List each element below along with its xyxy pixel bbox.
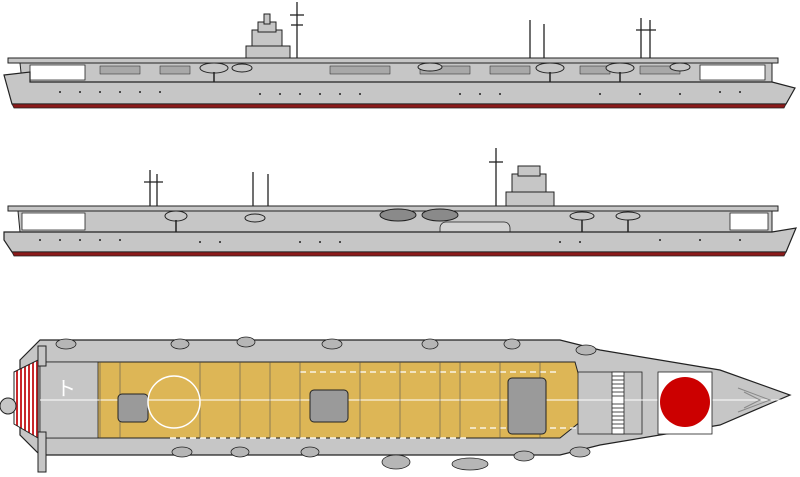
stern-overhang <box>0 345 47 473</box>
arrester-wires <box>99 362 541 438</box>
profile-view-port <box>0 140 800 265</box>
deck-elevators <box>117 377 547 435</box>
port-portholes <box>39 239 741 243</box>
hinomaru-disc <box>660 377 710 427</box>
port-aa-sponsons <box>164 210 641 240</box>
port-profile-svg <box>3 148 797 257</box>
island-masts <box>290 2 656 60</box>
stern-stripes <box>13 359 39 439</box>
port-island <box>505 165 555 207</box>
portholes <box>59 91 741 95</box>
plan-view-flight-deck: ト <box>0 320 800 477</box>
port-masts <box>144 148 503 212</box>
island <box>245 13 291 59</box>
hull <box>3 71 796 109</box>
profile-view-starboard <box>0 0 800 120</box>
hangar-sides <box>19 62 773 83</box>
landing-circle <box>147 375 201 429</box>
deck-identification-kana: ト <box>56 377 76 401</box>
port-hull <box>3 227 797 257</box>
bow-barrier <box>611 371 625 435</box>
plan-view-svg: ト <box>0 336 792 473</box>
flight-deck-line <box>7 57 779 64</box>
hinomaru-panel <box>657 371 713 435</box>
plan-sponsons <box>55 336 597 471</box>
aa-sponsons <box>199 62 691 92</box>
starboard-profile-svg <box>3 2 796 109</box>
bow-chevron <box>737 387 772 413</box>
